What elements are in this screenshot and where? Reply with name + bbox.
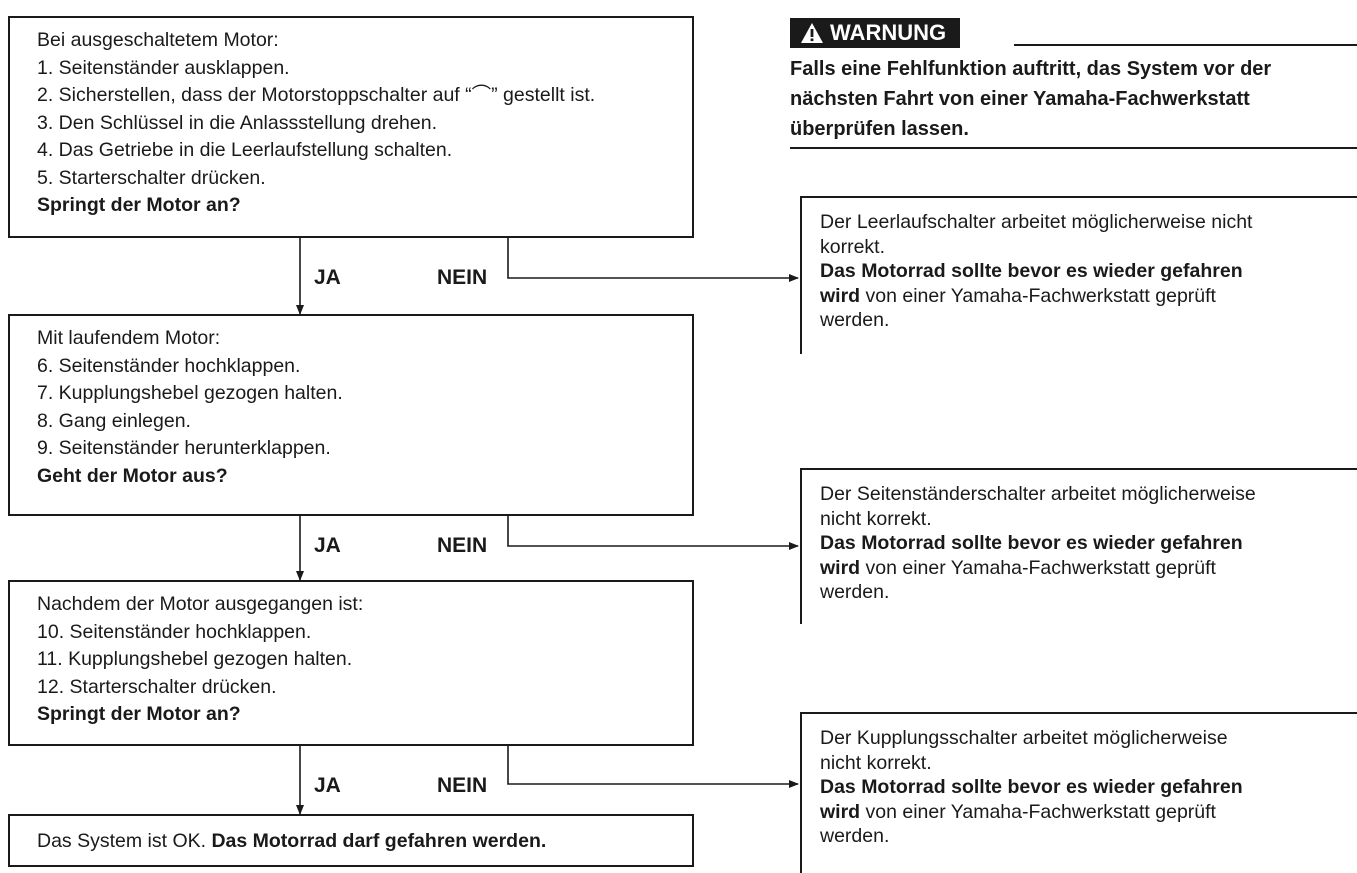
result-2-line: nicht korrekt. [820, 507, 932, 530]
result-1-mixed-normal: von einer Yamaha-Fachwerkstatt geprüft [860, 284, 1216, 307]
warning-triangle-icon [801, 23, 823, 43]
step-1-line: 1. Seitenständer ausklappen. [37, 56, 290, 79]
step-1-line: 5. Starterschalter drücken. [37, 166, 266, 189]
result-3-mixed: wird von einer Yamaha-Fachwerkstatt gepr… [820, 800, 1350, 825]
result-1-last: werden. [820, 309, 890, 331]
no-arrow-2 [507, 516, 799, 550]
step-3-line: 11. Kupplungshebel gezogen halten. [37, 648, 353, 670]
final-text: Das System ist OK. Das Motorrad darf gef… [37, 828, 680, 856]
result-2-last: werden. [820, 581, 890, 603]
result-2-bold: Das Motorrad sollte bevor es wieder gefa… [820, 532, 1243, 554]
warning-bottom-rule [790, 147, 1357, 149]
warning-title: WARNUNG [830, 20, 947, 45]
result-3-mixed-normal: von einer Yamaha-Fachwerkstatt geprüft [860, 800, 1216, 823]
step-2-question: Geht der Motor aus? [37, 464, 228, 487]
step-2-line: 9. Seitenständer herunterklappen. [37, 437, 331, 459]
step-box-3: Nachdem der Motor ausgegangen ist: 10. S… [8, 580, 694, 746]
warning-rule [1014, 44, 1357, 46]
step-3-line: Nachdem der Motor ausgegangen ist: [37, 593, 364, 615]
result-3-last: werden. [820, 825, 890, 847]
step-1-line: 2. Sicherstellen, dass der Motorstoppsch… [37, 84, 596, 106]
result-1-mixed: wird von einer Yamaha-Fachwerkstatt gepr… [820, 284, 1350, 309]
final-box: Das System ist OK. Das Motorrad darf gef… [8, 814, 694, 867]
warning-line: nächsten Fahrt von einer Yamaha-Fachwerk… [790, 88, 1250, 110]
result-3-mixed-bold: wird [820, 800, 861, 823]
step-box-1: Bei ausgeschaltetem Motor: 1. Seitenstän… [8, 16, 694, 238]
yes-label-2: JA [314, 534, 341, 557]
warning-line: überprüfen lassen. [790, 118, 969, 140]
no-label-2: NEIN [437, 534, 488, 557]
no-arrow-3 [507, 746, 799, 788]
result-1-mixed-bold: wird [820, 284, 861, 307]
step-3-line: 12. Starterschalter drücken. [37, 675, 277, 698]
result-2-mixed-bold: wird [820, 556, 861, 579]
result-box-2: Der Seitenständerschalter arbeitet mögli… [800, 468, 1357, 624]
warning-header: WARNUNG [790, 18, 961, 48]
step-2-line: 6. Seitenständer hochklappen. [37, 354, 301, 377]
result-3-line: nicht korrekt. [820, 751, 932, 774]
step-box-2: Mit laufendem Motor: 6. Seitenständer ho… [8, 314, 694, 516]
result-box-3: Der Kupplungsschalter arbeitet möglicher… [800, 712, 1357, 873]
step-3-question: Springt der Motor an? [37, 703, 241, 725]
result-1-line: Der Leerlaufschalter arbeitet möglicherw… [820, 211, 1253, 233]
step-1-question: Springt der Motor an? [37, 194, 241, 216]
step-1-line: 4. Das Getriebe in die Leerlaufstellung … [37, 139, 453, 161]
no-label-1: NEIN [437, 266, 488, 289]
result-3-bold: Das Motorrad sollte bevor es wieder gefa… [820, 776, 1243, 798]
no-label-3: NEIN [437, 774, 488, 797]
final-normal-text: Das System ist OK. [37, 830, 212, 852]
no-arrow-1 [507, 238, 799, 282]
final-bold-text: Das Motorrad darf gefahren werden. [211, 830, 547, 852]
step-2-line: 8. Gang einlegen. [37, 409, 191, 432]
step-1-line: 3. Den Schlüssel in die Anlassstellung d… [37, 111, 437, 134]
result-2-mixed-normal: von einer Yamaha-Fachwerkstatt geprüft [860, 556, 1216, 579]
result-3-line: Der Kupplungsschalter arbeitet möglicher… [820, 727, 1228, 749]
result-1-bold: Das Motorrad sollte bevor es wieder gefa… [820, 260, 1243, 282]
yes-label-1: JA [314, 266, 341, 289]
warning-line: Falls eine Fehlfunktion auftritt, das Sy… [790, 58, 1272, 80]
step-3-line: 10. Seitenständer hochklappen. [37, 620, 312, 643]
result-1-line: korrekt. [820, 235, 886, 258]
result-2-mixed: wird von einer Yamaha-Fachwerkstatt gepr… [820, 556, 1350, 581]
warning-text: Falls eine Fehlfunktion auftritt, das Sy… [790, 54, 1357, 144]
step-2-line: Mit laufendem Motor: [37, 327, 221, 349]
yes-label-3: JA [314, 774, 341, 797]
step-2-line: 7. Kupplungshebel gezogen halten. [37, 382, 343, 404]
step-1-line: Bei ausgeschaltetem Motor: [37, 29, 279, 51]
result-box-1: Der Leerlaufschalter arbeitet möglicherw… [800, 196, 1357, 354]
result-2-line: Der Seitenständerschalter arbeitet mögli… [820, 483, 1256, 505]
